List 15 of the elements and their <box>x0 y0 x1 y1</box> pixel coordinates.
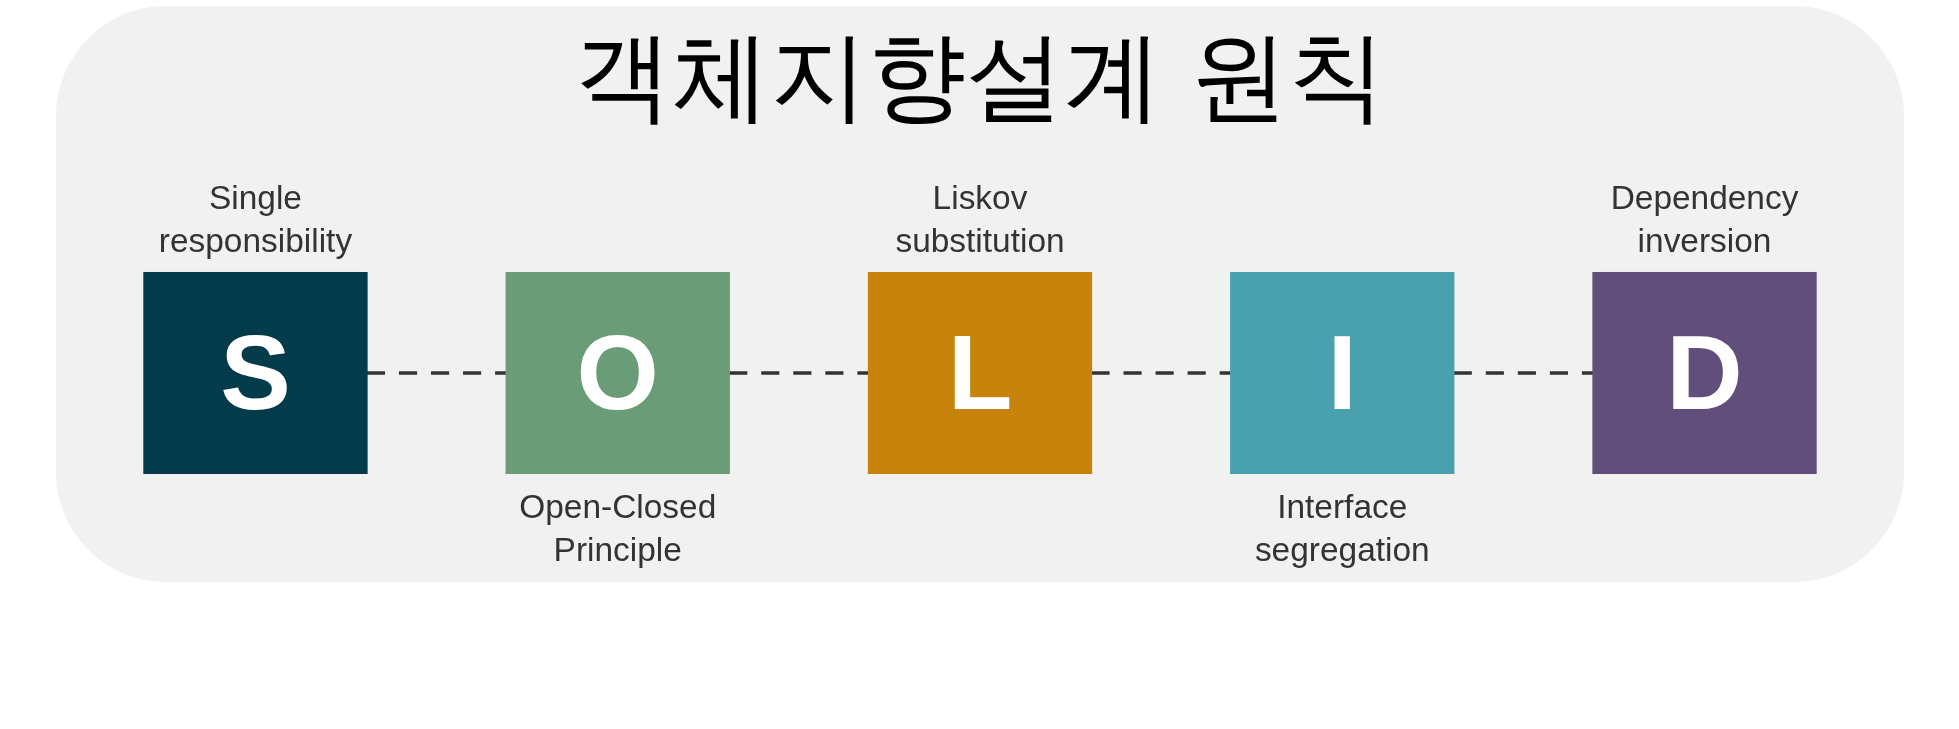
letter-tile: D <box>1592 272 1817 474</box>
letter-tile: S <box>143 272 368 474</box>
letter-tile: L <box>867 272 1093 474</box>
principle-label: Single responsibility <box>157 176 354 261</box>
dashed-line <box>366 371 507 375</box>
dashed-line <box>1453 371 1594 375</box>
letter-tile: I <box>1230 272 1455 474</box>
letter-tile: O <box>505 272 730 474</box>
principle-label: Dependency inversion <box>1609 176 1800 261</box>
principle-label: Liskov substitution <box>894 176 1066 261</box>
principle-label: Interface segregation <box>1253 486 1431 571</box>
principle-label: Open-Closed Principle <box>518 486 718 571</box>
dashed-line <box>729 371 869 375</box>
title: 객체지향설계 원칙 <box>574 20 1386 133</box>
dashed-line <box>1091 371 1231 375</box>
